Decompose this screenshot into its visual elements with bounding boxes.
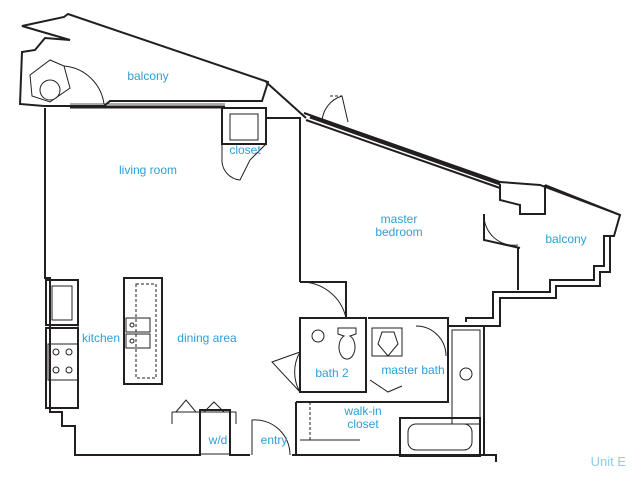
- bath-2-label: bath 2: [315, 366, 349, 380]
- living-room-balcony-glass: [70, 103, 225, 109]
- washer-dryer-label: w/d: [208, 433, 228, 447]
- kitchen-label: kitchen: [81, 331, 121, 345]
- living-closet: [221, 107, 267, 181]
- bedroom-door: [299, 281, 347, 319]
- walk-in-closet-label: walk-in closet: [344, 404, 382, 431]
- balcony-top-label: balcony: [127, 69, 169, 83]
- unit-label: Unit E: [590, 454, 626, 469]
- walk-in-closet: [296, 401, 400, 441]
- entry-door: [251, 402, 297, 456]
- bedroom-slanted-wall: [303, 95, 621, 216]
- kitchen-island: [123, 277, 163, 385]
- dining-area-label: dining area: [177, 331, 237, 345]
- balcony-right-outline: [448, 184, 622, 327]
- balcony-right-label: balcony: [545, 232, 587, 246]
- balcony-top-outline: [18, 12, 270, 107]
- bottom-walls: [296, 326, 497, 462]
- master-bath-label: master bath: [381, 363, 445, 377]
- master-bedroom-label: master bedroom: [375, 212, 423, 239]
- bath-2-room: [271, 317, 367, 393]
- living-room-label: living room: [118, 163, 178, 177]
- kitchen-counters: [45, 279, 79, 409]
- entry-label: entry: [260, 433, 288, 447]
- closet-label: closet: [229, 143, 261, 157]
- master-bath-room: [368, 317, 481, 425]
- outer-walls: [44, 81, 360, 456]
- washer-dryer-area: [171, 399, 237, 455]
